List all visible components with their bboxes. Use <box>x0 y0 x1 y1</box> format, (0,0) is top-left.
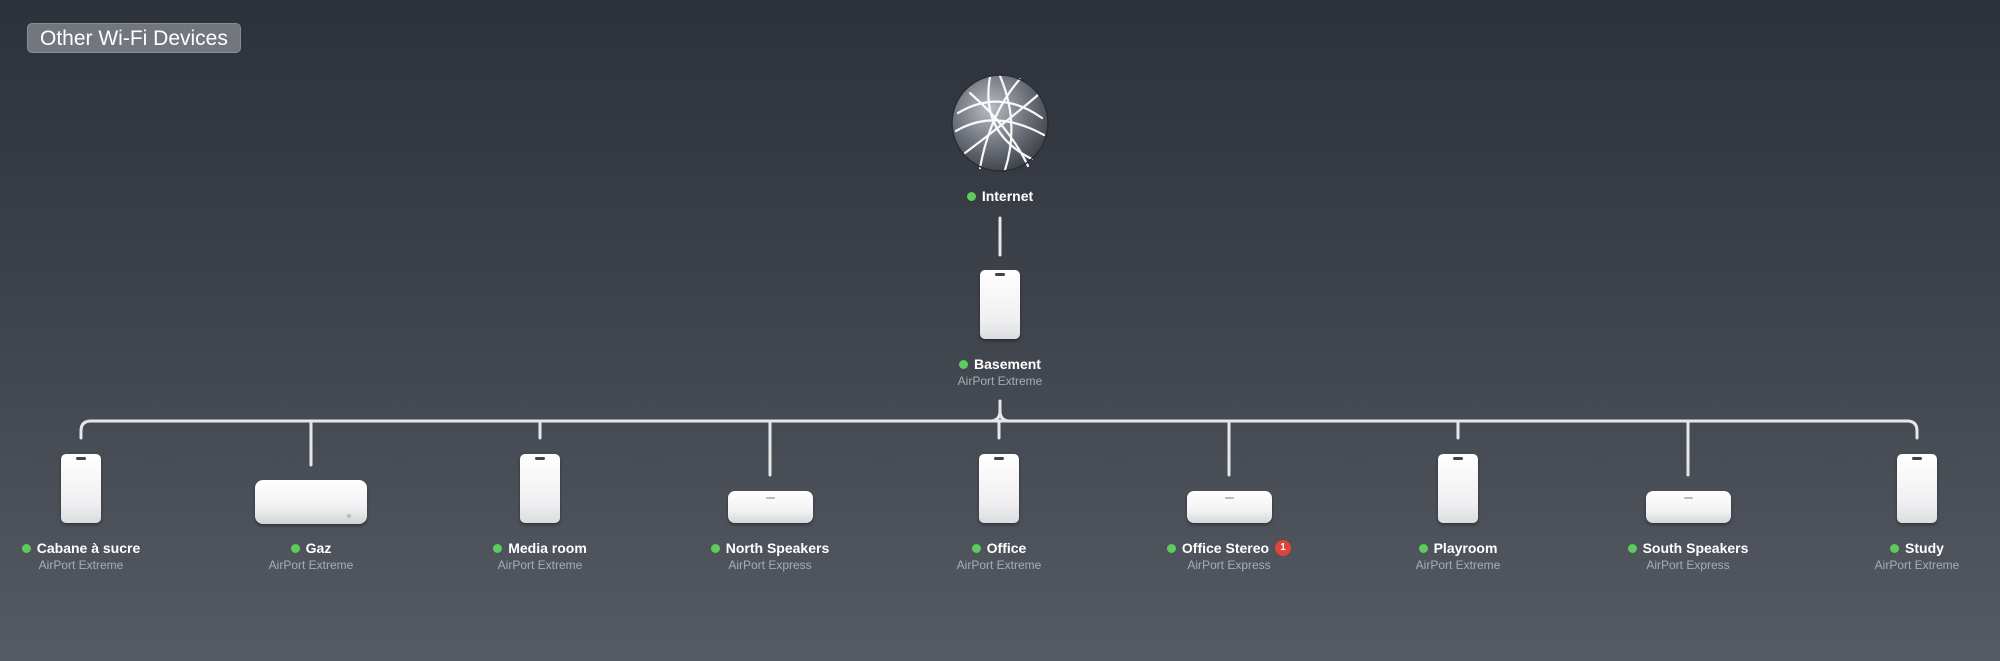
device-model: AirPort Express <box>728 558 812 572</box>
status-dot <box>1890 543 1900 553</box>
device-name: Study <box>1905 540 1944 556</box>
device-model: AirPort Extreme <box>268 558 354 572</box>
root-model: AirPort Extreme <box>957 374 1043 388</box>
status-dot <box>710 543 720 553</box>
device-label-row: South Speakers <box>1588 539 1788 557</box>
status-dot <box>1627 543 1637 553</box>
device-name: Office <box>986 540 1027 556</box>
status-dot <box>966 191 976 201</box>
status-dot <box>1166 543 1176 553</box>
internet-label-row: Internet <box>900 187 1100 205</box>
device-name: South Speakers <box>1642 540 1749 556</box>
device-model: AirPort Extreme <box>38 558 124 572</box>
device-name: Cabane à sucre <box>36 540 141 556</box>
device-label-row: Media room <box>440 539 640 557</box>
other-wifi-devices-button[interactable]: Other Wi-Fi Devices <box>27 23 241 53</box>
root-name: Basement <box>974 356 1041 372</box>
airport-extreme-base-icon[interactable] <box>255 480 367 524</box>
device-label-row: Gaz <box>211 539 411 557</box>
device-name: Office Stereo <box>1181 540 1270 556</box>
root-label-row: Basement <box>900 355 1100 373</box>
device-label-row: Study <box>1817 539 2000 557</box>
status-dot <box>290 543 300 553</box>
airport-extreme-icon[interactable] <box>980 270 1020 339</box>
device-model: AirPort Extreme <box>1874 558 1960 572</box>
status-dot <box>1418 543 1428 553</box>
device-model: AirPort Extreme <box>956 558 1042 572</box>
airport-express-icon[interactable] <box>1646 491 1731 523</box>
airport-extreme-icon[interactable] <box>1897 454 1937 523</box>
basement-node[interactable]: Basement AirPort Extreme <box>900 355 1100 389</box>
device-model: AirPort Extreme <box>1415 558 1501 572</box>
status-dot <box>971 543 981 553</box>
device-model: AirPort Express <box>1187 558 1271 572</box>
link-device <box>1905 419 1919 440</box>
airport-extreme-icon[interactable] <box>61 454 101 523</box>
airport-extreme-icon[interactable] <box>1438 454 1478 523</box>
device-model: AirPort Extreme <box>497 558 583 572</box>
internet-label: Internet <box>981 188 1034 204</box>
device-name: Media room <box>508 540 587 556</box>
airport-extreme-icon[interactable] <box>979 454 1019 523</box>
link-device <box>79 419 93 440</box>
device-label-row: Office Stereo 1 <box>1129 539 1329 557</box>
airport-express-icon[interactable] <box>1187 491 1272 523</box>
globe-icon[interactable] <box>950 73 1050 173</box>
link-root-bar <box>988 399 1012 423</box>
status-dot <box>21 543 31 553</box>
internet-node[interactable]: Internet <box>900 187 1100 205</box>
alert-badge[interactable]: 1 <box>1275 540 1292 556</box>
airport-extreme-icon[interactable] <box>520 454 560 523</box>
device-model: AirPort Express <box>1646 558 1730 572</box>
device-label-row: Cabane à sucre <box>0 539 181 557</box>
airport-express-icon[interactable] <box>728 491 813 523</box>
device-name: Gaz <box>305 540 332 556</box>
device-label-row: North Speakers <box>670 539 870 557</box>
status-dot <box>959 359 969 369</box>
device-name: North Speakers <box>725 540 830 556</box>
device-name: Playroom <box>1433 540 1498 556</box>
device-label-row: Office <box>899 539 1099 557</box>
device-label-row: Playroom <box>1358 539 1558 557</box>
status-dot <box>493 543 503 553</box>
